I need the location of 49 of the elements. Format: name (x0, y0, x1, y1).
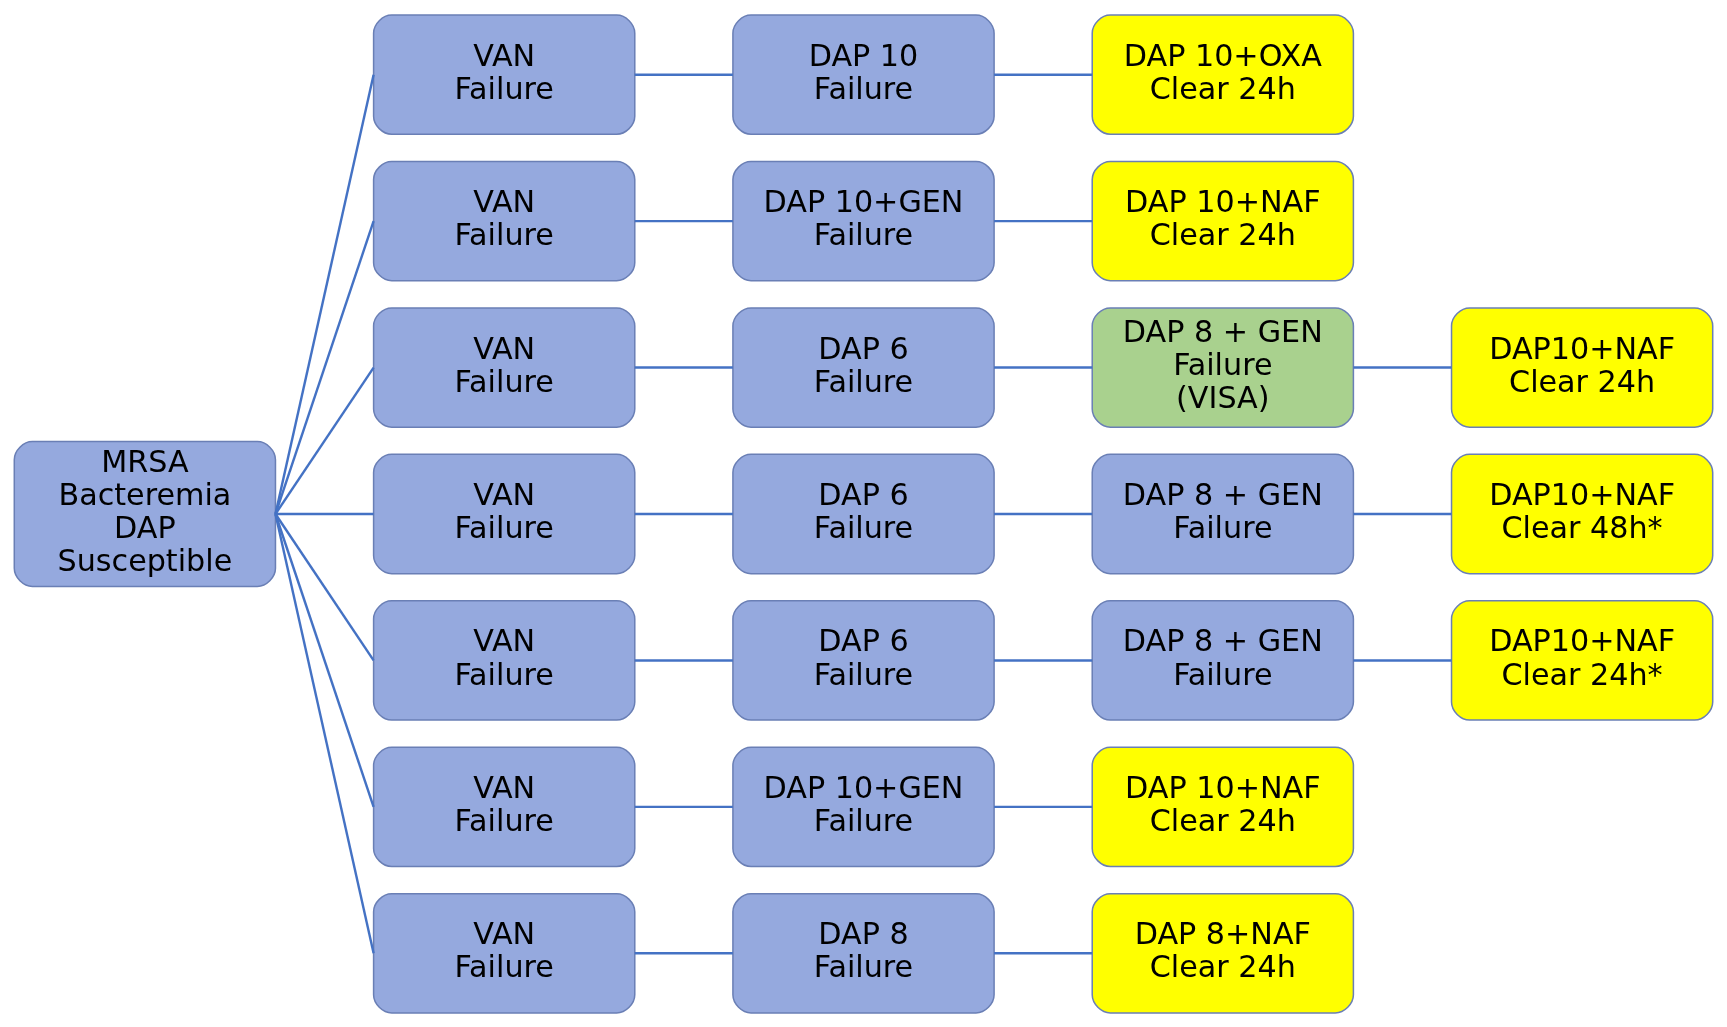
connector (274, 73, 375, 514)
node-box: DAP 10+NAF Clear 24h (1091, 746, 1355, 867)
connector (994, 951, 1093, 955)
node-box: DAP 10+GEN Failure (732, 160, 995, 281)
connector (994, 658, 1093, 662)
connector (1353, 658, 1452, 662)
node-box: DAP 8 + GEN Failure (VISA) (1091, 306, 1355, 428)
connector (634, 951, 733, 955)
connector (274, 513, 375, 954)
node-box: DAP 10+NAF Clear 24h (1091, 160, 1355, 281)
connector (634, 219, 733, 222)
connector (1353, 365, 1452, 369)
connector (994, 219, 1093, 222)
node-box: DAP 8 Failure (732, 892, 995, 1014)
node-box: VAN Failure (372, 160, 636, 281)
node-box: VAN Failure (372, 306, 636, 428)
node-box: DAP 6 Failure (732, 306, 995, 428)
connector (634, 72, 733, 76)
connector (274, 220, 375, 514)
connector (1353, 512, 1452, 515)
connector (994, 805, 1093, 808)
node-box: VAN Failure (372, 599, 636, 721)
connector (274, 512, 375, 661)
node-box: DAP10+NAF Clear 24h* (1450, 599, 1714, 721)
connector (634, 365, 733, 369)
node-box: DAP 8+NAF Clear 24h (1091, 892, 1355, 1014)
node-box: DAP 8 + GEN Failure (1091, 453, 1355, 574)
connector (994, 365, 1093, 369)
connector (275, 512, 374, 515)
connector (274, 513, 375, 807)
node-box: DAP 10+GEN Failure (732, 746, 995, 867)
node-box: DAP10+NAF Clear 48h* (1450, 453, 1714, 574)
connector (274, 366, 375, 515)
connector (994, 512, 1093, 515)
node-box: DAP 10+OXA Clear 24h (1091, 13, 1355, 135)
node-box: DAP 6 Failure (732, 453, 995, 574)
connector (634, 805, 733, 808)
node-box: VAN Failure (372, 746, 636, 867)
node-box: DAP 6 Failure (732, 599, 995, 721)
node-box: DAP 10 Failure (732, 13, 995, 135)
connector (994, 72, 1093, 76)
connector (634, 658, 733, 662)
node-box: VAN Failure (372, 13, 636, 135)
node-box: DAP 8 + GEN Failure (1091, 599, 1355, 721)
connector (634, 512, 733, 515)
node-box: VAN Failure (372, 892, 636, 1014)
node-box: DAP10+NAF Clear 24h (1450, 306, 1714, 428)
node-box: MRSA Bacteremia DAP Susceptible (13, 440, 277, 587)
node-box: VAN Failure (372, 453, 636, 574)
